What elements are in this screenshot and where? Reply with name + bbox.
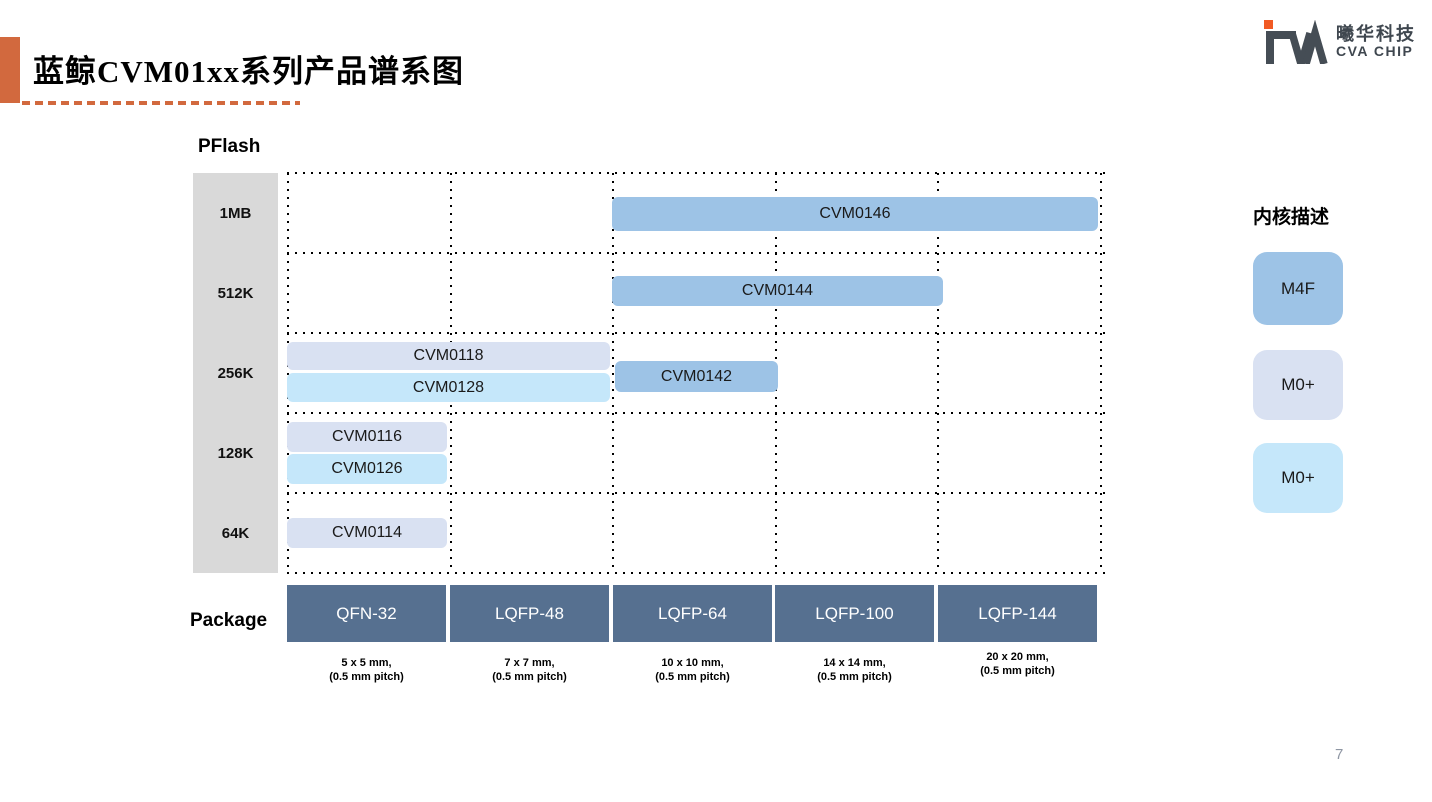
package-pitch: (0.5 mm pitch): [980, 665, 1055, 677]
title-accent-bar: [0, 37, 20, 103]
package-box-lqfp64: LQFP-64: [613, 585, 772, 642]
grid-line: [287, 332, 1107, 334]
flash-size-label: 1MB: [219, 204, 252, 222]
package-dimensions: 20 x 20 mm, (0.5 mm pitch): [938, 650, 1097, 678]
cva-logo-icon: [1264, 20, 1328, 64]
logo-text: 曦华科技 CVA CHIP: [1336, 25, 1416, 59]
package-dimensions: 7 x 7 mm, (0.5 mm pitch): [450, 656, 609, 684]
legend-title: 内核描述: [1253, 207, 1330, 228]
legend-item-m4f: M4F: [1253, 252, 1343, 325]
package-size: 7 x 7 mm,: [504, 657, 555, 669]
package-pitch: (0.5 mm pitch): [329, 671, 404, 683]
product-bar-cvm0118: CVM0118: [287, 342, 610, 370]
package-box-lqfp144: LQFP-144: [938, 585, 1097, 642]
product-bar-cvm0146: CVM0146: [612, 197, 1098, 231]
package-box-lqfp48: LQFP-48: [450, 585, 609, 642]
package-pitch: (0.5 mm pitch): [492, 671, 567, 683]
page-title: 蓝鲸CVM01xx系列产品谱系图: [33, 54, 465, 89]
product-bar-cvm0114: CVM0114: [287, 518, 447, 548]
package-size: 10 x 10 mm,: [661, 657, 724, 669]
logo-company-en: CVA CHIP: [1336, 43, 1414, 60]
package-dimensions: 5 x 5 mm, (0.5 mm pitch): [287, 656, 446, 684]
package-box-qfn32: QFN-32: [287, 585, 446, 642]
grid-line: [287, 572, 1107, 574]
package-size: 20 x 20 mm,: [986, 651, 1049, 663]
company-logo: 曦华科技 CVA CHIP: [1262, 20, 1416, 64]
flash-size-label: 64K: [221, 524, 250, 542]
package-size: 5 x 5 mm,: [341, 657, 392, 669]
product-bar-cvm0128: CVM0128: [287, 373, 610, 402]
package-dimensions: 10 x 10 mm, (0.5 mm pitch): [613, 656, 772, 684]
grid-line: [287, 173, 289, 573]
product-bar-cvm0116: CVM0116: [287, 422, 447, 452]
y-axis-title: PFlash: [198, 136, 261, 157]
flash-size-label: 512K: [217, 284, 254, 302]
logo-company-cn: 曦华科技: [1336, 24, 1416, 45]
product-bar-cvm0144: CVM0144: [612, 276, 943, 306]
grid-line: [937, 173, 939, 573]
product-bar-cvm0126: CVM0126: [287, 454, 447, 484]
grid-line: [287, 172, 1107, 174]
y-axis-strip: [193, 173, 278, 573]
package-dimensions: 14 x 14 mm, (0.5 mm pitch): [775, 656, 934, 684]
legend-item-m0plus-cyan: M0+: [1253, 443, 1343, 513]
title-underline: [22, 101, 300, 105]
page-number: 7: [1335, 746, 1344, 763]
package-box-lqfp100: LQFP-100: [775, 585, 934, 642]
legend-item-m0plus-lav: M0+: [1253, 350, 1343, 420]
grid-line: [1100, 173, 1102, 573]
grid-line: [287, 492, 1107, 494]
flash-size-label: 256K: [217, 364, 254, 382]
flash-size-label: 128K: [217, 444, 254, 462]
package-size: 14 x 14 mm,: [823, 657, 886, 669]
grid-line: [612, 173, 614, 573]
package-pitch: (0.5 mm pitch): [655, 671, 730, 683]
package-pitch: (0.5 mm pitch): [817, 671, 892, 683]
grid-line: [287, 252, 1107, 254]
x-axis-title: Package: [190, 610, 268, 631]
grid-line: [287, 412, 1107, 414]
product-bar-cvm0142: CVM0142: [615, 361, 778, 392]
